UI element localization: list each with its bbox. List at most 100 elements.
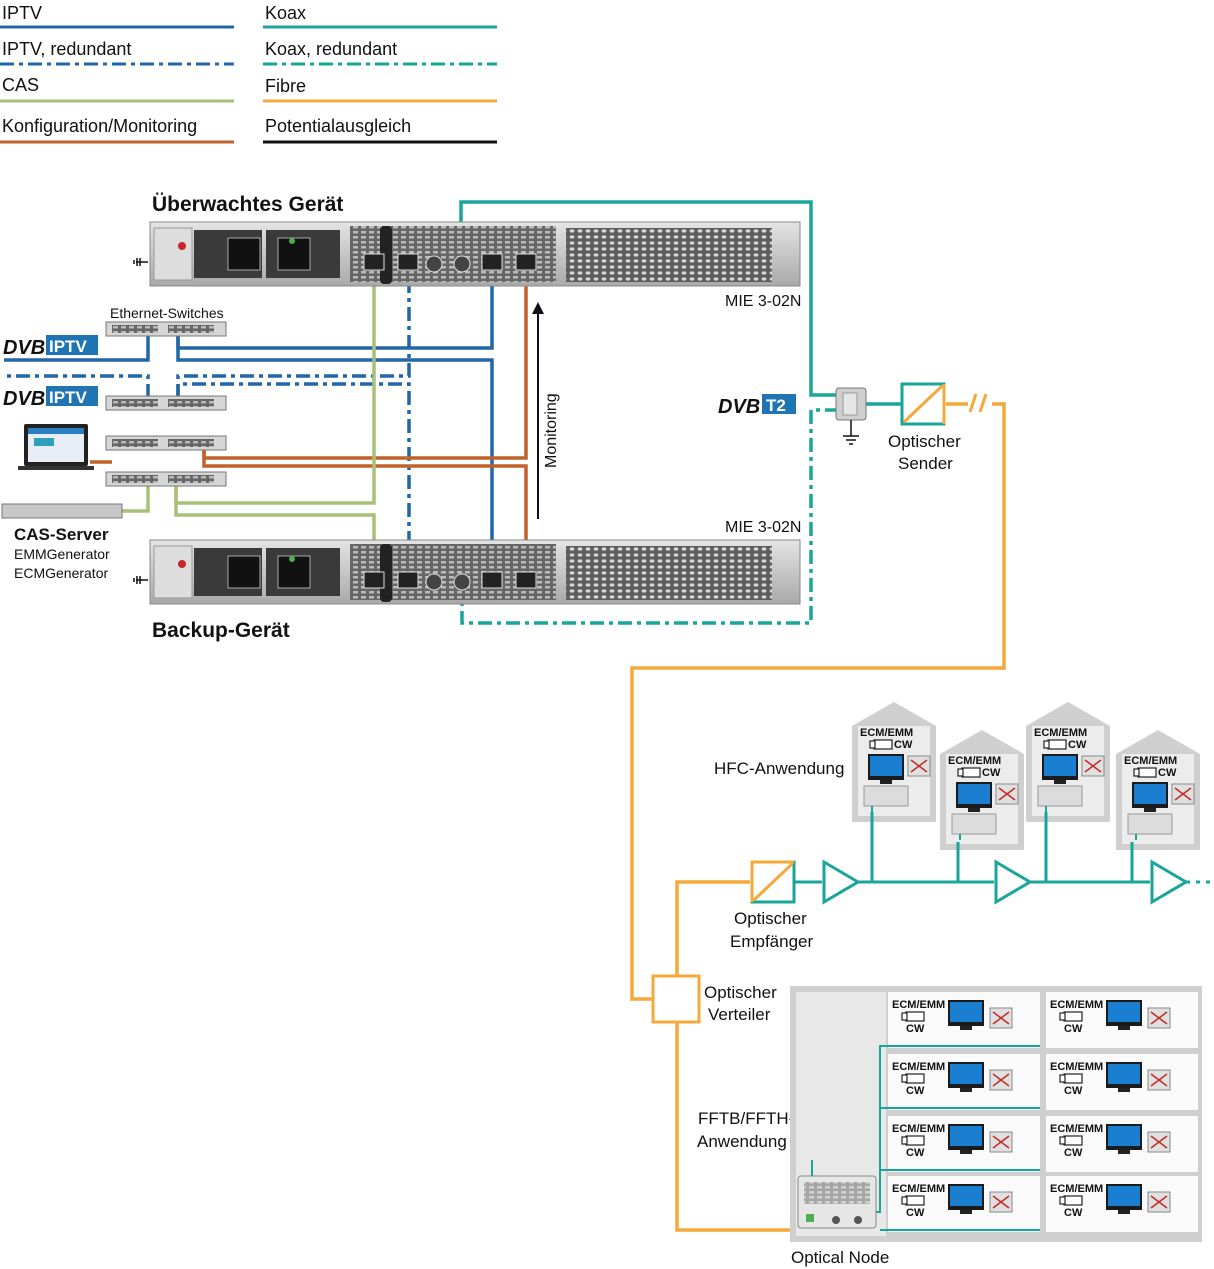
hfc-house-feeds [870, 812, 1134, 882]
monitoring-label: Monitoring [543, 393, 560, 468]
ecm-emm-label: ECM/EMM [1050, 1061, 1103, 1073]
apartment-2-2: ECM/EMM CW [1046, 1054, 1198, 1110]
backup-device [133, 539, 801, 605]
ci-module-icon [1063, 1073, 1083, 1084]
cw-label: CW [1064, 1085, 1083, 1097]
tv-screen [958, 784, 990, 804]
switch-4-ports-b [168, 475, 214, 483]
iptv-redundant-to-logo-wire [4, 374, 150, 398]
backup-device-psu-led [289, 556, 295, 562]
cas-server-box [1, 503, 123, 519]
ecm-emm-label: ECM/EMM [1034, 727, 1087, 739]
legend-cas-label: CAS [2, 75, 39, 95]
fibre-break-symbol [968, 393, 988, 413]
antenna-socket-cable [1150, 1135, 1168, 1149]
tv-screen [1134, 784, 1166, 804]
cw-label: CW [906, 1147, 925, 1159]
dvb-iptv-logo-1-box [46, 335, 98, 355]
monitored-device [133, 221, 801, 287]
wires [4, 200, 1006, 1232]
tv-screen [1044, 756, 1076, 776]
switch-3-ports-b [168, 439, 214, 447]
switches [105, 321, 227, 487]
coax-switch [835, 387, 867, 445]
iptv-to-backup-device-wire [176, 332, 494, 580]
ecm-emm-label: ECM/EMM [892, 999, 945, 1011]
fibre-to-receiver-wire [675, 880, 750, 976]
optical-node-connector-2 [854, 1216, 862, 1224]
ethernet-switches-label: Ethernet-Switches [110, 305, 224, 321]
ci-module-tab [1059, 1196, 1066, 1205]
ci-module-icon [905, 1195, 925, 1206]
fibre-main-wire [630, 402, 1006, 1001]
optical-splitter-label-1: Optischer [704, 983, 777, 1002]
monitored-device-psu-led [289, 238, 295, 244]
tv-screen [950, 1002, 982, 1022]
backup-device-iptv-red-port [397, 571, 419, 589]
monitored-device-rf-connector-1 [425, 255, 443, 273]
cw-label: CW [1064, 1147, 1083, 1159]
legend-koax-redundant-label: Koax, redundant [265, 39, 397, 59]
backup-device-config-port [515, 571, 537, 589]
tv-screen [950, 1064, 982, 1084]
cw-label: CW [906, 1023, 925, 1035]
tv-screen [1108, 1064, 1140, 1084]
optical-receiver-label-1: Optischer [734, 909, 807, 928]
ecm-emm-label: ECM/EMM [1124, 755, 1177, 767]
apartment-equipment: ECM/EMM CW [892, 999, 1013, 1035]
monitored-device-vent [566, 228, 772, 282]
tv-stand [1118, 1210, 1130, 1214]
ci-module-tab [1059, 1012, 1066, 1021]
apartment-1-1: ECM/EMM CW [888, 992, 1040, 1048]
ci-module-icon [905, 1135, 925, 1146]
optical-node [797, 1175, 877, 1229]
coax-switch-plate [842, 392, 858, 416]
ci-module-tab [901, 1074, 908, 1083]
model-label-bottom: MIE 3-02N [725, 519, 801, 536]
cw-label: CW [906, 1207, 925, 1219]
ci-module-icon [1047, 739, 1067, 750]
ci-module-icon [1063, 1011, 1083, 1022]
legend-ground-label: Potentialausgleich [265, 116, 411, 136]
switch-2-ports-a [112, 399, 158, 407]
backup-device-ground-symbol [133, 576, 148, 584]
ecm-emm-label: ECM/EMM [1050, 999, 1103, 1011]
switch-1-ports-b [168, 325, 214, 333]
apartment-4-1: ECM/EMM CW [888, 1176, 1040, 1232]
dvb-iptv-logo-1-iptv: IPTV [49, 337, 87, 356]
optical-node-label: Optical Node [791, 1248, 889, 1267]
ecm-emm-label: ECM/EMM [892, 1183, 945, 1195]
antenna-socket-cable [910, 759, 928, 773]
ci-module-tab [1043, 740, 1050, 749]
antenna-socket-cable [998, 787, 1016, 801]
backup-device-iptv-port [481, 571, 503, 589]
tv-stand [968, 808, 980, 812]
optical-receiver-edge [750, 860, 794, 902]
switch-1-ports-a [112, 325, 158, 333]
cw-label: CW [982, 767, 1001, 779]
dvb-t2-logo-dvb: DVB [718, 396, 760, 418]
dvb-iptv-logo-1: DVB IPTV [3, 335, 98, 359]
backup-device-cas-port [363, 571, 385, 589]
legend-iptv-label: IPTV [2, 3, 42, 23]
legend-fibre-label: Fibre [265, 76, 306, 96]
backup-device-vent [566, 546, 772, 600]
backup-device-led [178, 560, 186, 568]
fftb-apartments: ECM/EMMCWECM/EMMCWECM/EMMCWECM/EMMCWECM/… [888, 992, 1198, 1232]
legend: IPTV IPTV, redundant CAS Konfiguration/M… [0, 3, 497, 144]
cw-label: CW [1064, 1207, 1083, 1219]
config-backup-device-wire [202, 450, 528, 580]
iptv-redundant-to-backup-device-wire [176, 382, 411, 580]
dvb-t2-logo-box [762, 394, 796, 414]
dvb-iptv-logo-2-box [46, 386, 98, 406]
